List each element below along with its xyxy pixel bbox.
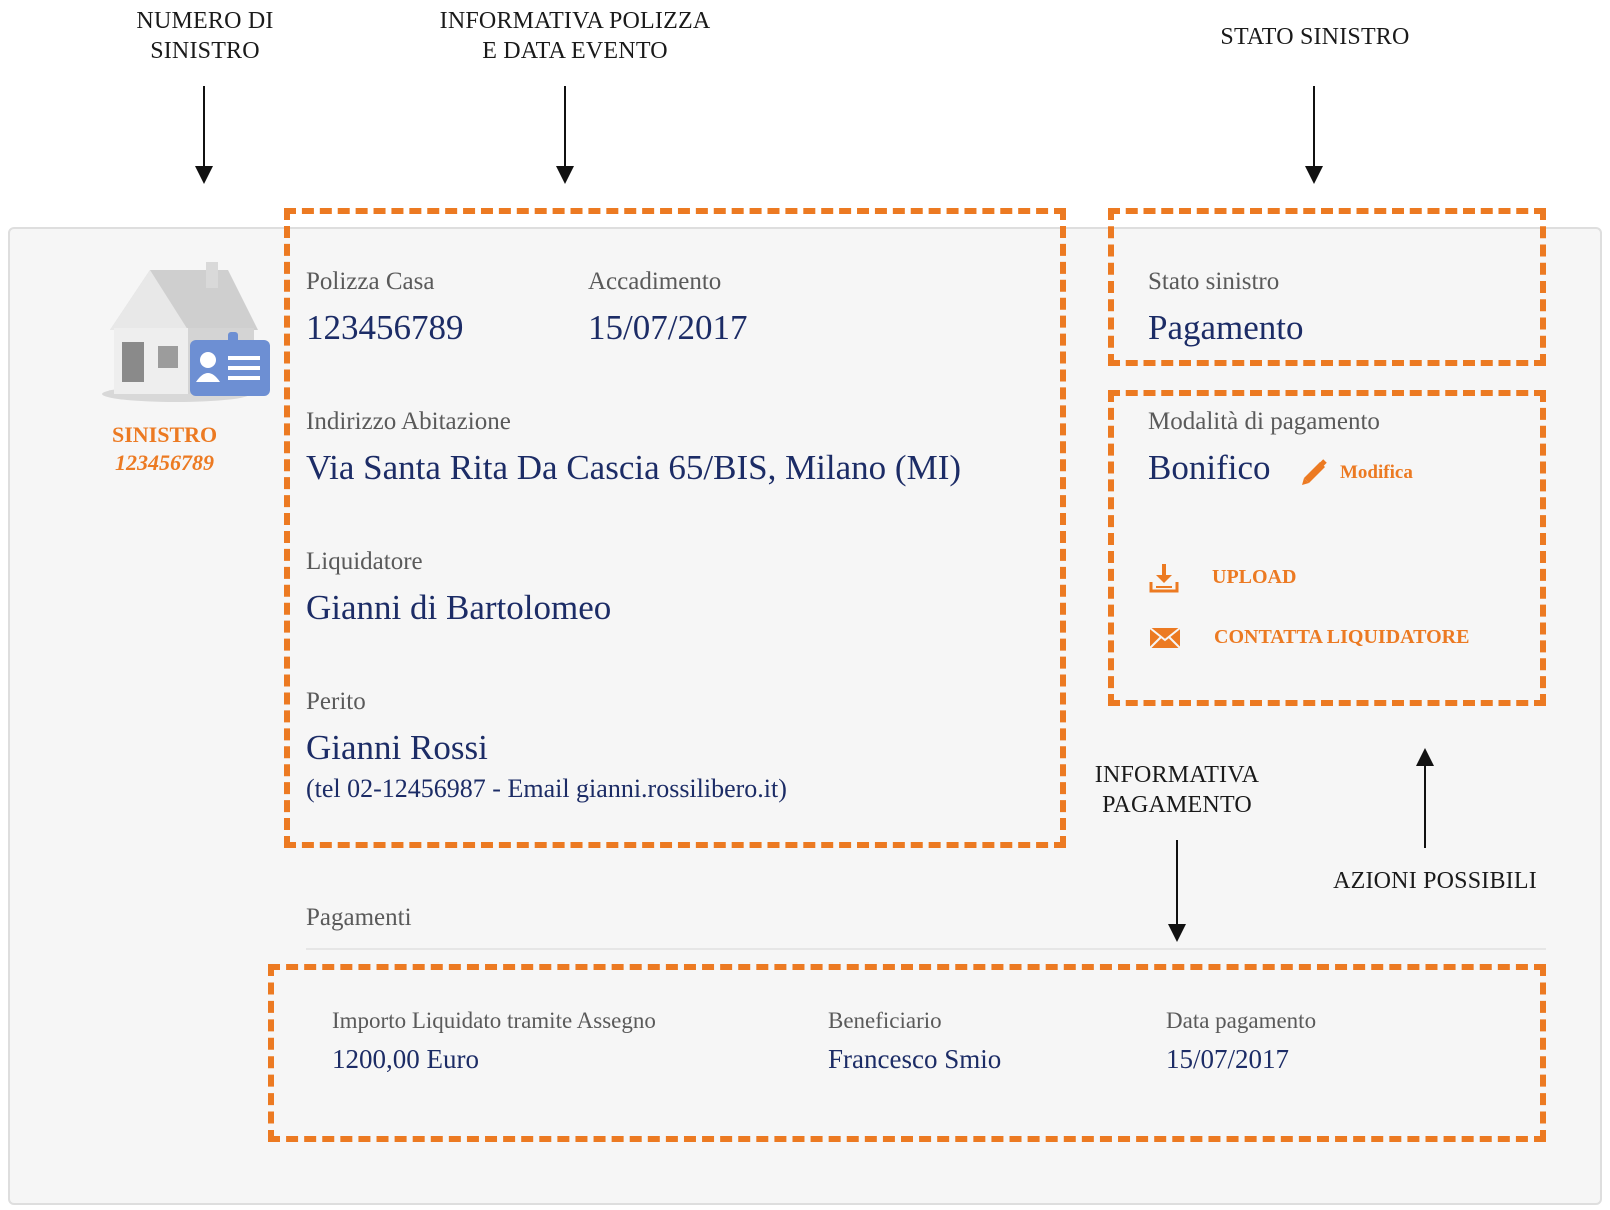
callout-line: PAGAMENTO (1102, 792, 1252, 818)
callout-line: SINISTRO (150, 38, 260, 64)
status-highlight (1108, 208, 1546, 366)
data-pagamento-value: 15/07/2017 (1166, 1044, 1290, 1074)
payment-method-highlight (1108, 390, 1546, 706)
arrow-line (564, 86, 566, 168)
arrow-line (203, 86, 205, 168)
download-tray-icon (1148, 562, 1180, 594)
edit-label: Modifica (1340, 462, 1413, 483)
callout-informativa-polizza: INFORMATIVA POLIZZA E DATA EVENTO (410, 6, 740, 66)
arrow-head (195, 166, 213, 184)
arrow-head (1168, 924, 1186, 942)
liquidatore-label: Liquidatore (306, 548, 423, 575)
arrow-line (1313, 86, 1315, 168)
perito-contact: (tel 02-12456987 - Email gianni.rossilib… (306, 774, 787, 803)
accadimento-label: Accadimento (588, 268, 722, 295)
arrow-line (1176, 840, 1178, 926)
payments-section-title: Pagamenti (306, 904, 412, 931)
claim-title: SINISTRO (112, 422, 218, 447)
accadimento-value: 15/07/2017 (588, 308, 748, 347)
pencil-icon (1298, 456, 1330, 488)
arrow-head (1305, 166, 1323, 184)
envelope-icon (1148, 624, 1182, 652)
arrow-line (1424, 764, 1426, 848)
section-divider (306, 948, 1546, 950)
callout-informativa-pagamento: INFORMATIVA PAGAMENTO (1082, 760, 1272, 820)
arrow-head (556, 166, 574, 184)
polizza-value: 123456789 (306, 308, 464, 347)
polizza-label: Polizza Casa (306, 268, 435, 295)
importo-label: Importo Liquidato tramite Assegno (332, 1008, 656, 1033)
upload-button[interactable]: UPLOAD (1148, 562, 1348, 598)
edit-payment-method-button[interactable]: Modifica (1298, 456, 1438, 492)
policy-info-highlight (284, 208, 1066, 848)
payment-info-highlight (268, 964, 1546, 1142)
callout-line: AZIONI POSSIBILI (1333, 868, 1537, 894)
perito-value: Gianni Rossi (306, 728, 488, 767)
indirizzo-label: Indirizzo Abitazione (306, 408, 511, 435)
indirizzo-value: Via Santa Rita Da Cascia 65/BIS, Milano … (306, 448, 962, 487)
callout-line: NUMERO DI (136, 8, 274, 34)
payment-method-value: Bonifico (1148, 448, 1271, 487)
data-pagamento-label: Data pagamento (1166, 1008, 1317, 1033)
upload-label: UPLOAD (1212, 566, 1297, 588)
callout-line: E DATA EVENTO (482, 38, 668, 64)
status-value: Pagamento (1148, 308, 1304, 347)
beneficiario-label: Beneficiario (828, 1008, 942, 1033)
callout-line: STATO SINISTRO (1220, 24, 1410, 50)
callout-stato-sinistro: STATO SINISTRO (1190, 22, 1440, 52)
callout-azioni-possibili: AZIONI POSSIBILI (1310, 866, 1560, 896)
beneficiario-value: Francesco Smio (828, 1044, 1002, 1074)
importo-value: 1200,00 Euro (332, 1044, 479, 1074)
callout-line: INFORMATIVA POLIZZA (439, 8, 711, 34)
perito-label: Perito (306, 688, 366, 715)
arrow-head (1416, 748, 1434, 766)
claim-number: 123456789 (115, 450, 214, 475)
status-label: Stato sinistro (1148, 268, 1280, 295)
liquidatore-value: Gianni di Bartolomeo (306, 588, 612, 627)
payment-method-label: Modalità di pagamento (1148, 408, 1380, 435)
callout-numero-sinistro: NUMERO DI SINISTRO (110, 6, 300, 66)
contact-label: CONTATTA LIQUIDATORE (1214, 626, 1470, 648)
callout-line: INFORMATIVA (1094, 762, 1260, 788)
house-id-card-icon (88, 252, 278, 412)
contact-liquidator-button[interactable]: CONTATTA LIQUIDATORE (1148, 622, 1528, 658)
